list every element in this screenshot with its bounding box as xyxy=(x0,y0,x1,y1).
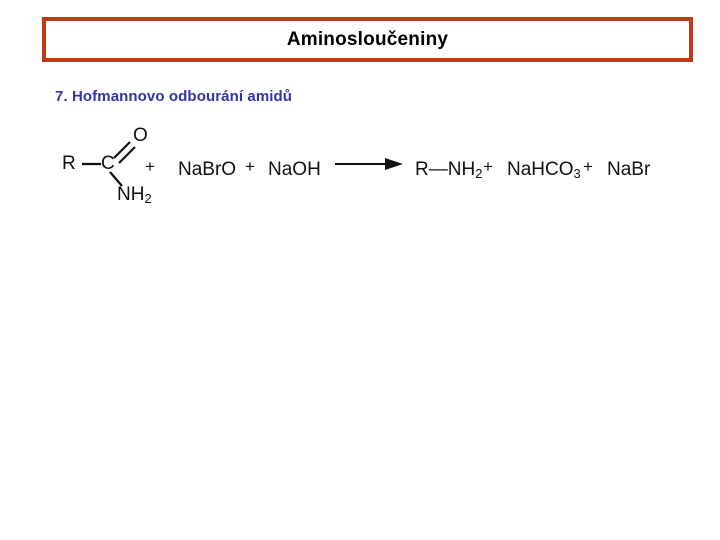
r-group-label: R xyxy=(62,153,76,174)
product-nahco3: NaHCO3 xyxy=(507,160,581,180)
reagent-naoh: NaOH xyxy=(268,159,321,180)
chemical-equation: R C O NH2 + NaBrO + NaOH R—NH2 + NaHCO3 … xyxy=(60,126,680,220)
product-nabr: NaBr xyxy=(607,159,651,180)
reaction-arrow-icon xyxy=(335,156,403,172)
amide-structure-diagram: R C O NH2 xyxy=(60,126,170,215)
plus-sign-2: + xyxy=(245,157,255,176)
nahco3-main: NaHCO xyxy=(507,159,574,180)
plus-sign-1: + xyxy=(145,157,155,176)
nahco3-subscript: 3 xyxy=(573,165,581,181)
product-r-label: R xyxy=(415,159,429,180)
product-amine: R—NH2 xyxy=(415,160,482,180)
section-heading: 7. Hofmannovo odbourání amidů xyxy=(55,88,293,105)
plus-sign-3: + xyxy=(483,157,493,176)
plus-sign-4: + xyxy=(583,157,593,176)
carbonyl-oxygen-label: O xyxy=(133,125,148,146)
product-nh-label: NH xyxy=(447,159,476,180)
amine-group-label: NH2 xyxy=(117,185,152,205)
carbonyl-carbon-label: C xyxy=(101,153,115,174)
title-banner: Aminosloučeniny xyxy=(42,17,693,62)
amine-group-text: NH xyxy=(117,184,145,205)
amine-subscript: 2 xyxy=(144,190,152,206)
product-bond-dash: — xyxy=(428,159,448,180)
product-nh-subscript: 2 xyxy=(475,165,483,181)
page-title: Aminosloučeniny xyxy=(286,29,449,50)
reagent-nabro: NaBrO xyxy=(178,159,237,180)
